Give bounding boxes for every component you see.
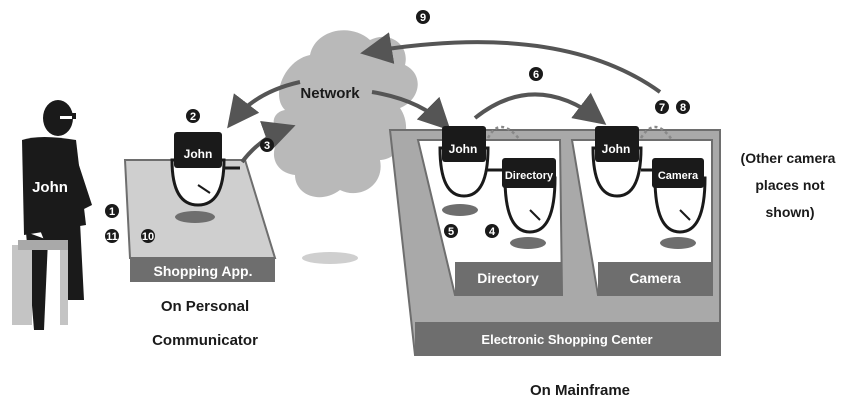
step-badge-4: 4: [485, 224, 499, 238]
step-badge-7: 7: [655, 100, 669, 114]
svg-text:1: 1: [109, 206, 115, 218]
svg-text:6: 6: [533, 69, 539, 81]
svg-text:7: 7: [659, 102, 665, 114]
communicator-agent-john: [170, 132, 240, 207]
directory-visitor-agent: [438, 126, 505, 216]
step-badge-5: 5: [444, 224, 458, 238]
directory-agent: [502, 158, 557, 249]
svg-text:8: 8: [680, 102, 686, 114]
svg-text:9: 9: [420, 12, 426, 24]
person-name-label: John: [32, 179, 68, 196]
step-badge-8: 8: [676, 100, 690, 114]
network-label: Network: [300, 85, 360, 102]
directory-visitor-label: John: [449, 142, 478, 156]
camera-visitor-agent: [591, 126, 660, 198]
other-camera-note-line3: shown): [766, 204, 815, 220]
directory-place-label: Directory: [477, 270, 539, 286]
svg-text:11: 11: [106, 231, 118, 243]
shopping-center-label: Electronic Shopping Center: [481, 332, 652, 347]
other-camera-note-line2: places not: [755, 177, 825, 193]
svg-text:4: 4: [489, 226, 496, 238]
directory-meeting-arc: [486, 125, 521, 141]
step-badge-6: 6: [529, 67, 543, 81]
arrow-directory-to-camera: [473, 92, 607, 125]
step-badge-11: 11: [105, 229, 119, 243]
arrow-network-to-communicator: [227, 80, 301, 129]
camera-agent-label: Camera: [658, 170, 699, 182]
svg-text:2: 2: [190, 111, 196, 123]
camera-place-label: Camera: [629, 270, 681, 286]
other-camera-note-line1: (Other camera: [741, 150, 836, 166]
communicator-platform: [123, 159, 277, 282]
camera-visitor-label: John: [602, 142, 631, 156]
step-badge-10: 10: [141, 229, 155, 243]
arrow-camera-to-network: [360, 32, 662, 94]
svg-text:3: 3: [264, 140, 270, 152]
person-john: [12, 100, 92, 330]
svg-text:10: 10: [142, 231, 154, 243]
communicator-caption-line2: Communicator: [152, 332, 258, 349]
communicator-agent-label: John: [184, 147, 213, 161]
step-badge-3: 3: [260, 138, 274, 152]
camera-agent: [652, 158, 707, 249]
communicator-caption-line1: On Personal: [161, 298, 249, 315]
step-badge-2: 2: [186, 109, 200, 123]
network-cloud: [273, 30, 418, 264]
communicator-platform-label: Shopping App.: [153, 263, 252, 279]
step-badge-9: 9: [416, 10, 430, 24]
svg-text:5: 5: [448, 226, 454, 238]
arrow-network-to-directory: [371, 90, 451, 131]
mainframe-caption: On Mainframe: [530, 382, 630, 399]
step-badge-1: 1: [105, 204, 119, 218]
directory-agent-label: Directory: [505, 170, 554, 182]
camera-meeting-arc: [639, 125, 674, 141]
